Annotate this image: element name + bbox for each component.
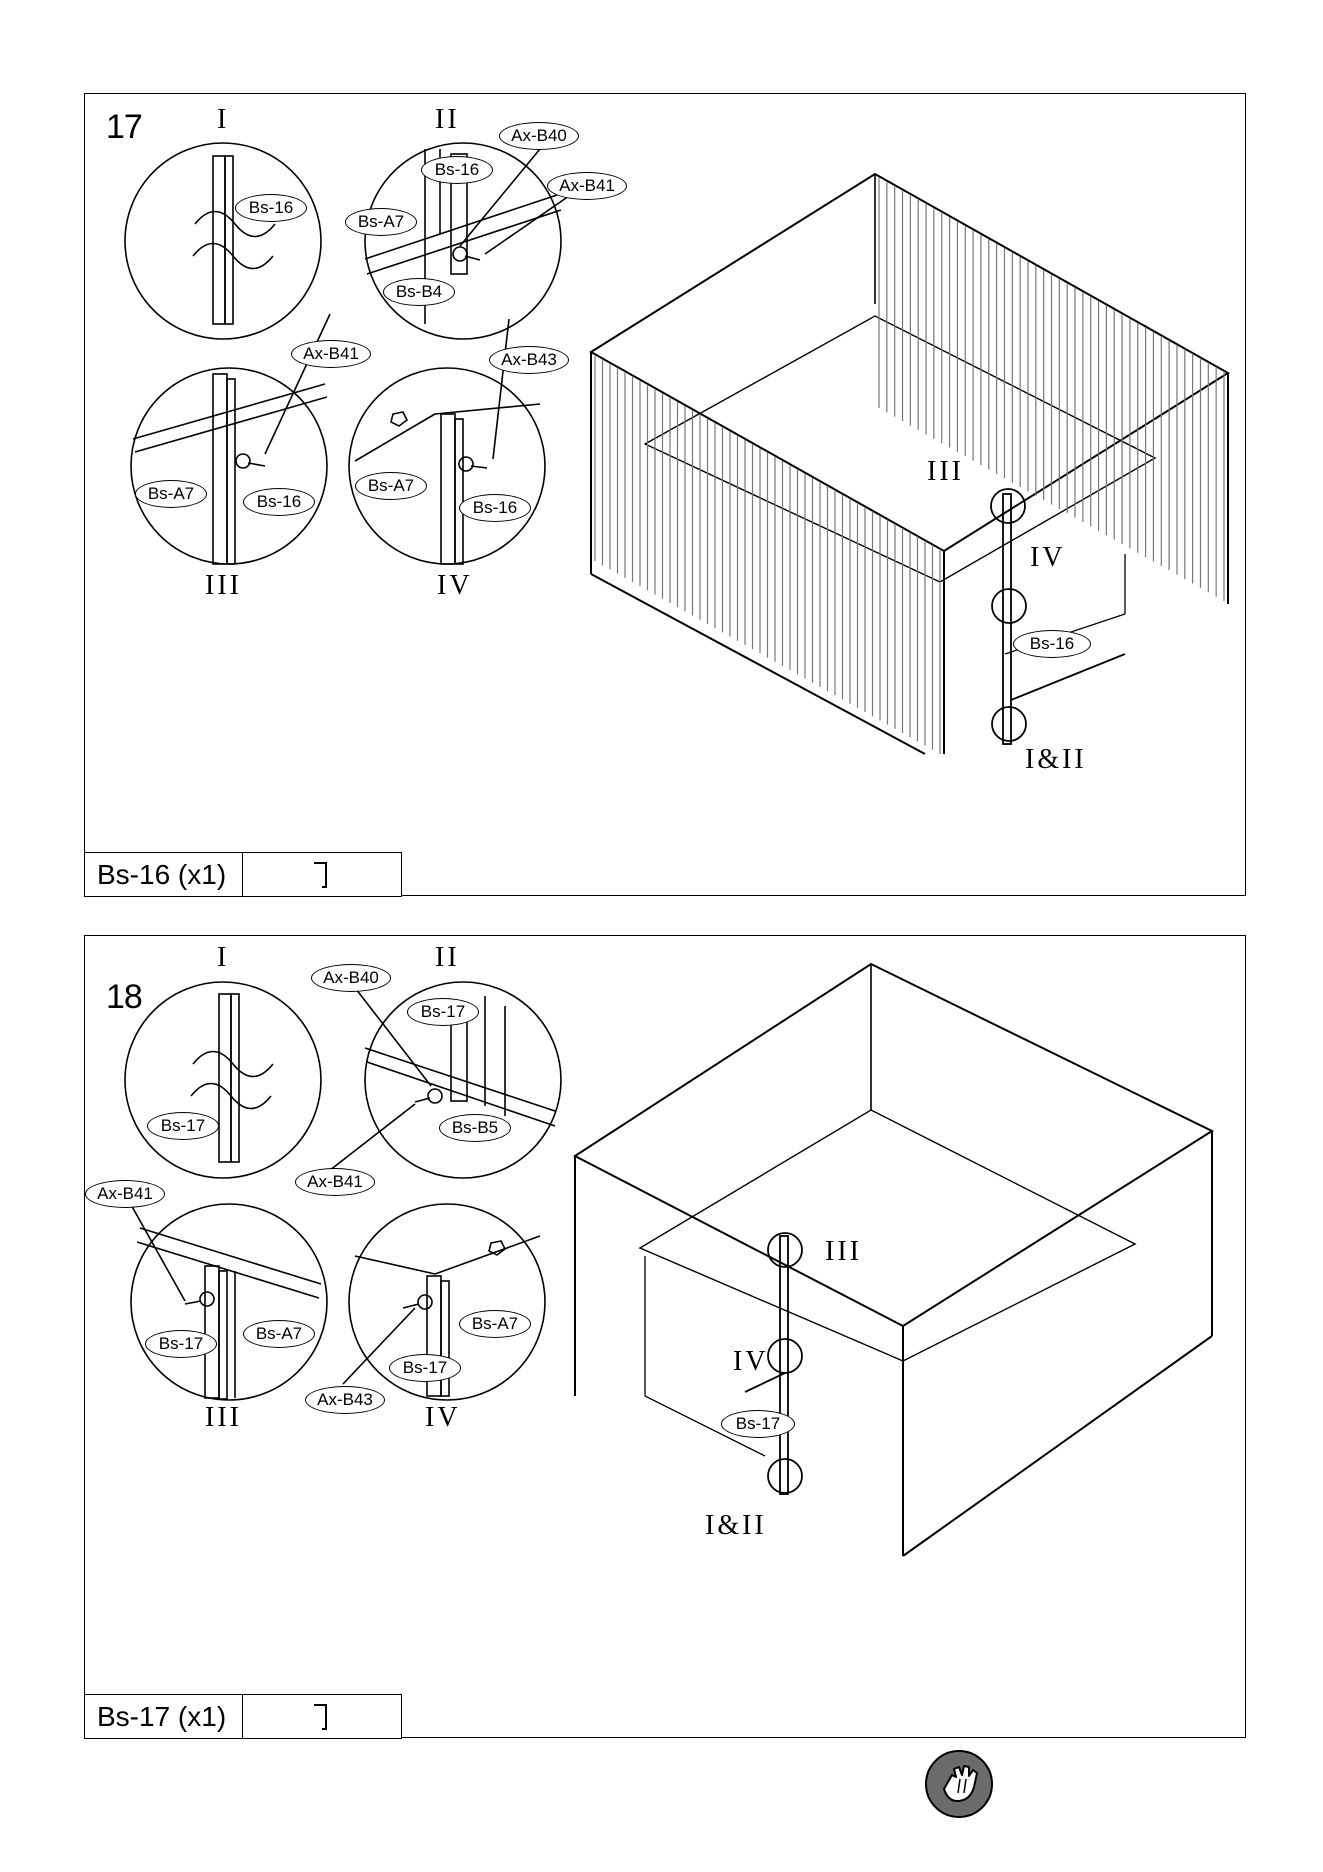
parts-list: Bs-17 (x1) <box>84 1694 402 1739</box>
main-label-i-ii: I&II <box>705 1510 767 1542</box>
parts-list: Bs-16 (x1) <box>84 852 402 897</box>
main-label-iii: III <box>825 1236 862 1268</box>
step-17-shed-drawing <box>85 94 1247 897</box>
step-18-panel: 18 I II III IV <box>84 935 1246 1738</box>
parts-list-label: Bs-17 (x1) <box>85 1695 243 1738</box>
step-18-shed-drawing <box>85 936 1247 1739</box>
main-label-i-ii: I&II <box>1025 744 1087 776</box>
post-profile-icon <box>243 1695 401 1738</box>
main-label-iv: IV <box>1030 542 1066 574</box>
part-tag: Bs-16 <box>1013 630 1091 658</box>
main-label-iv: IV <box>733 1346 769 1378</box>
glove-icon <box>924 1749 994 1819</box>
main-label-iii: III <box>927 456 964 488</box>
parts-list-label: Bs-16 (x1) <box>85 853 243 896</box>
part-tag: Bs-17 <box>721 1410 795 1438</box>
step-17-panel: 17 I II III IV <box>84 93 1246 896</box>
post-profile-icon <box>243 853 401 896</box>
